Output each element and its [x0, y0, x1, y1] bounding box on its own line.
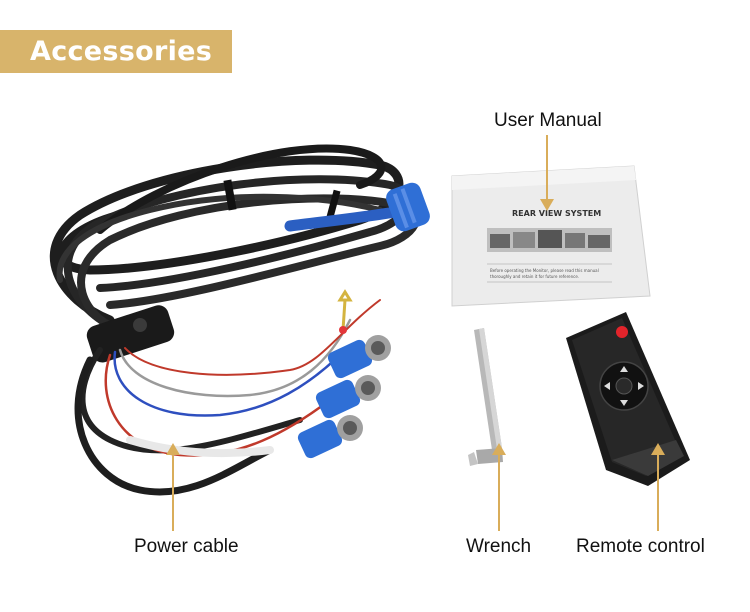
wrench-label: Wrench	[466, 536, 532, 557]
user-manual-label: User Manual	[494, 110, 602, 131]
section-title-banner: Accessories	[0, 30, 232, 73]
power-cable-image	[49, 144, 430, 496]
manual-cover-title: REAR VIEW SYSTEM	[512, 209, 601, 218]
remote-control-image	[566, 312, 690, 486]
manual-note-line2: thoroughly and retain it for future refe…	[490, 274, 579, 279]
manual-note-line1: Before operating the Monitor, please rea…	[490, 268, 599, 273]
wrench-arrow	[492, 443, 506, 531]
power-cable-arrow	[166, 443, 180, 531]
remote-control-label: Remote control	[576, 536, 705, 557]
user-manual-arrow	[540, 135, 554, 211]
power-cable-label: Power cable	[134, 536, 239, 557]
user-manual-image: REAR VIEW SYSTEM Before operating the Mo…	[451, 165, 651, 307]
remote-control-arrow	[651, 443, 665, 531]
